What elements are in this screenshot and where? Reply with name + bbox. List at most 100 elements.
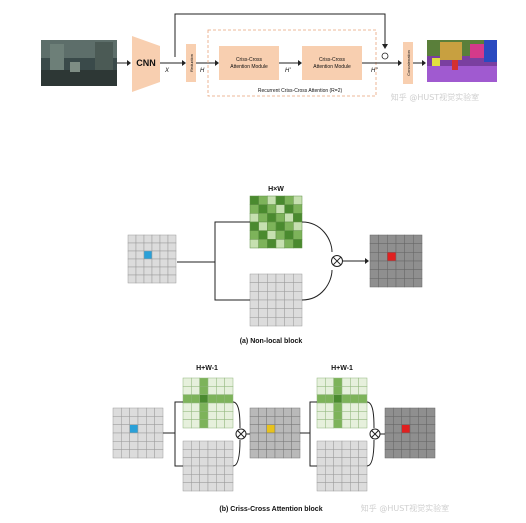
grid-cell [325, 482, 334, 492]
cca-module-1-line1: Criss-Cross [236, 57, 263, 63]
grid-cell [378, 278, 388, 288]
grid-cell [409, 407, 419, 417]
grid-cell [249, 449, 259, 459]
grid-cell [137, 424, 147, 434]
grid-cell [258, 449, 267, 459]
grid-cell [358, 457, 368, 467]
cc-merge-2-bottom [366, 439, 375, 467]
grid-cell [387, 269, 397, 279]
grid-cell [258, 221, 268, 231]
grid-cell [127, 250, 137, 260]
grid-cell [395, 234, 405, 244]
grid-cell [207, 419, 217, 429]
grid-cell [426, 432, 436, 442]
grid-cell [369, 269, 379, 279]
grid-cell [267, 239, 277, 249]
grid-cell [112, 416, 122, 425]
grid-cell [127, 234, 137, 244]
cc-branch-1-bottom [174, 433, 183, 467]
grid-cell [159, 250, 169, 260]
grid-cell [350, 482, 359, 492]
grid-cell [135, 258, 145, 268]
concatenation-label: Concatenation [406, 50, 411, 76]
grid-cell [266, 449, 276, 459]
grid-cell [143, 258, 153, 268]
grid-cell [266, 407, 276, 417]
grid-cell [291, 424, 301, 434]
grid-cell [413, 278, 423, 288]
grid-cell [267, 204, 277, 214]
grid-cell [325, 386, 334, 395]
arrowhead [398, 60, 402, 66]
grid-cell [249, 432, 259, 442]
grid-cell [266, 441, 276, 450]
grid-cell [216, 449, 225, 458]
crisscross-input-grid [112, 407, 164, 459]
grid-cell [199, 457, 209, 467]
grid-cell [333, 377, 343, 387]
grid-cell [284, 291, 294, 301]
grid-cell [249, 308, 259, 318]
grid-cell [358, 482, 368, 492]
grid-cell [249, 424, 259, 434]
grid-cell [258, 282, 268, 292]
grid-cell [333, 386, 343, 395]
grid-cell [426, 424, 436, 434]
grid-cell [341, 419, 351, 429]
grid-cell [129, 416, 139, 425]
grid-cell [291, 407, 301, 417]
grid-cell [121, 424, 130, 434]
grid-cell [167, 242, 177, 252]
grid-cell [426, 449, 436, 459]
grid-cell [146, 432, 155, 442]
grid-cell [413, 243, 423, 253]
grid-cell [341, 386, 351, 395]
grid-cell [293, 195, 303, 205]
cnn-block [132, 36, 160, 92]
grid-cell [393, 424, 402, 434]
grid-cell [224, 411, 234, 420]
grid-cell [369, 234, 379, 244]
nonlocal-block-diagram: H×W (a) Non-local block [127, 186, 423, 345]
grid-cell [409, 432, 419, 442]
grid-cell [316, 440, 326, 450]
grid-cell [249, 273, 259, 283]
grid-cell [401, 416, 411, 425]
grid-cell [159, 242, 169, 252]
grid-cell [267, 213, 277, 223]
grid-cell [401, 441, 411, 450]
grid-cell [249, 291, 259, 301]
grid-cell [284, 299, 294, 309]
grid-cell [404, 243, 414, 253]
concat-join-dot [381, 52, 389, 60]
grid-cell [283, 424, 292, 434]
grid-cell [112, 424, 122, 434]
grid-cell [182, 440, 192, 450]
grid-cell [207, 465, 217, 475]
grid-cell [358, 419, 368, 429]
grid-cell [316, 465, 326, 475]
grid-cell [275, 213, 285, 223]
grid-cell [316, 411, 326, 420]
grid-cell [350, 474, 359, 483]
grid-cell [143, 234, 153, 244]
grid-cell [154, 449, 164, 459]
grid-cell [224, 419, 234, 429]
grid-cell [191, 386, 200, 395]
grid-cell [350, 386, 359, 395]
grid-cell [384, 416, 394, 425]
grid-cell [378, 252, 388, 262]
cc-branch-2-bottom [309, 433, 317, 467]
grid-cell [182, 449, 192, 458]
grid-cell [387, 260, 397, 270]
grid-cell [258, 416, 267, 425]
grid-cell [258, 291, 268, 301]
grid-cell [404, 252, 414, 262]
grid-cell [191, 377, 200, 387]
grid-cell [146, 441, 155, 450]
grid-cell [267, 291, 277, 301]
grid-cell [127, 266, 137, 276]
grid-cell [275, 195, 285, 205]
grid-cell [325, 440, 334, 450]
